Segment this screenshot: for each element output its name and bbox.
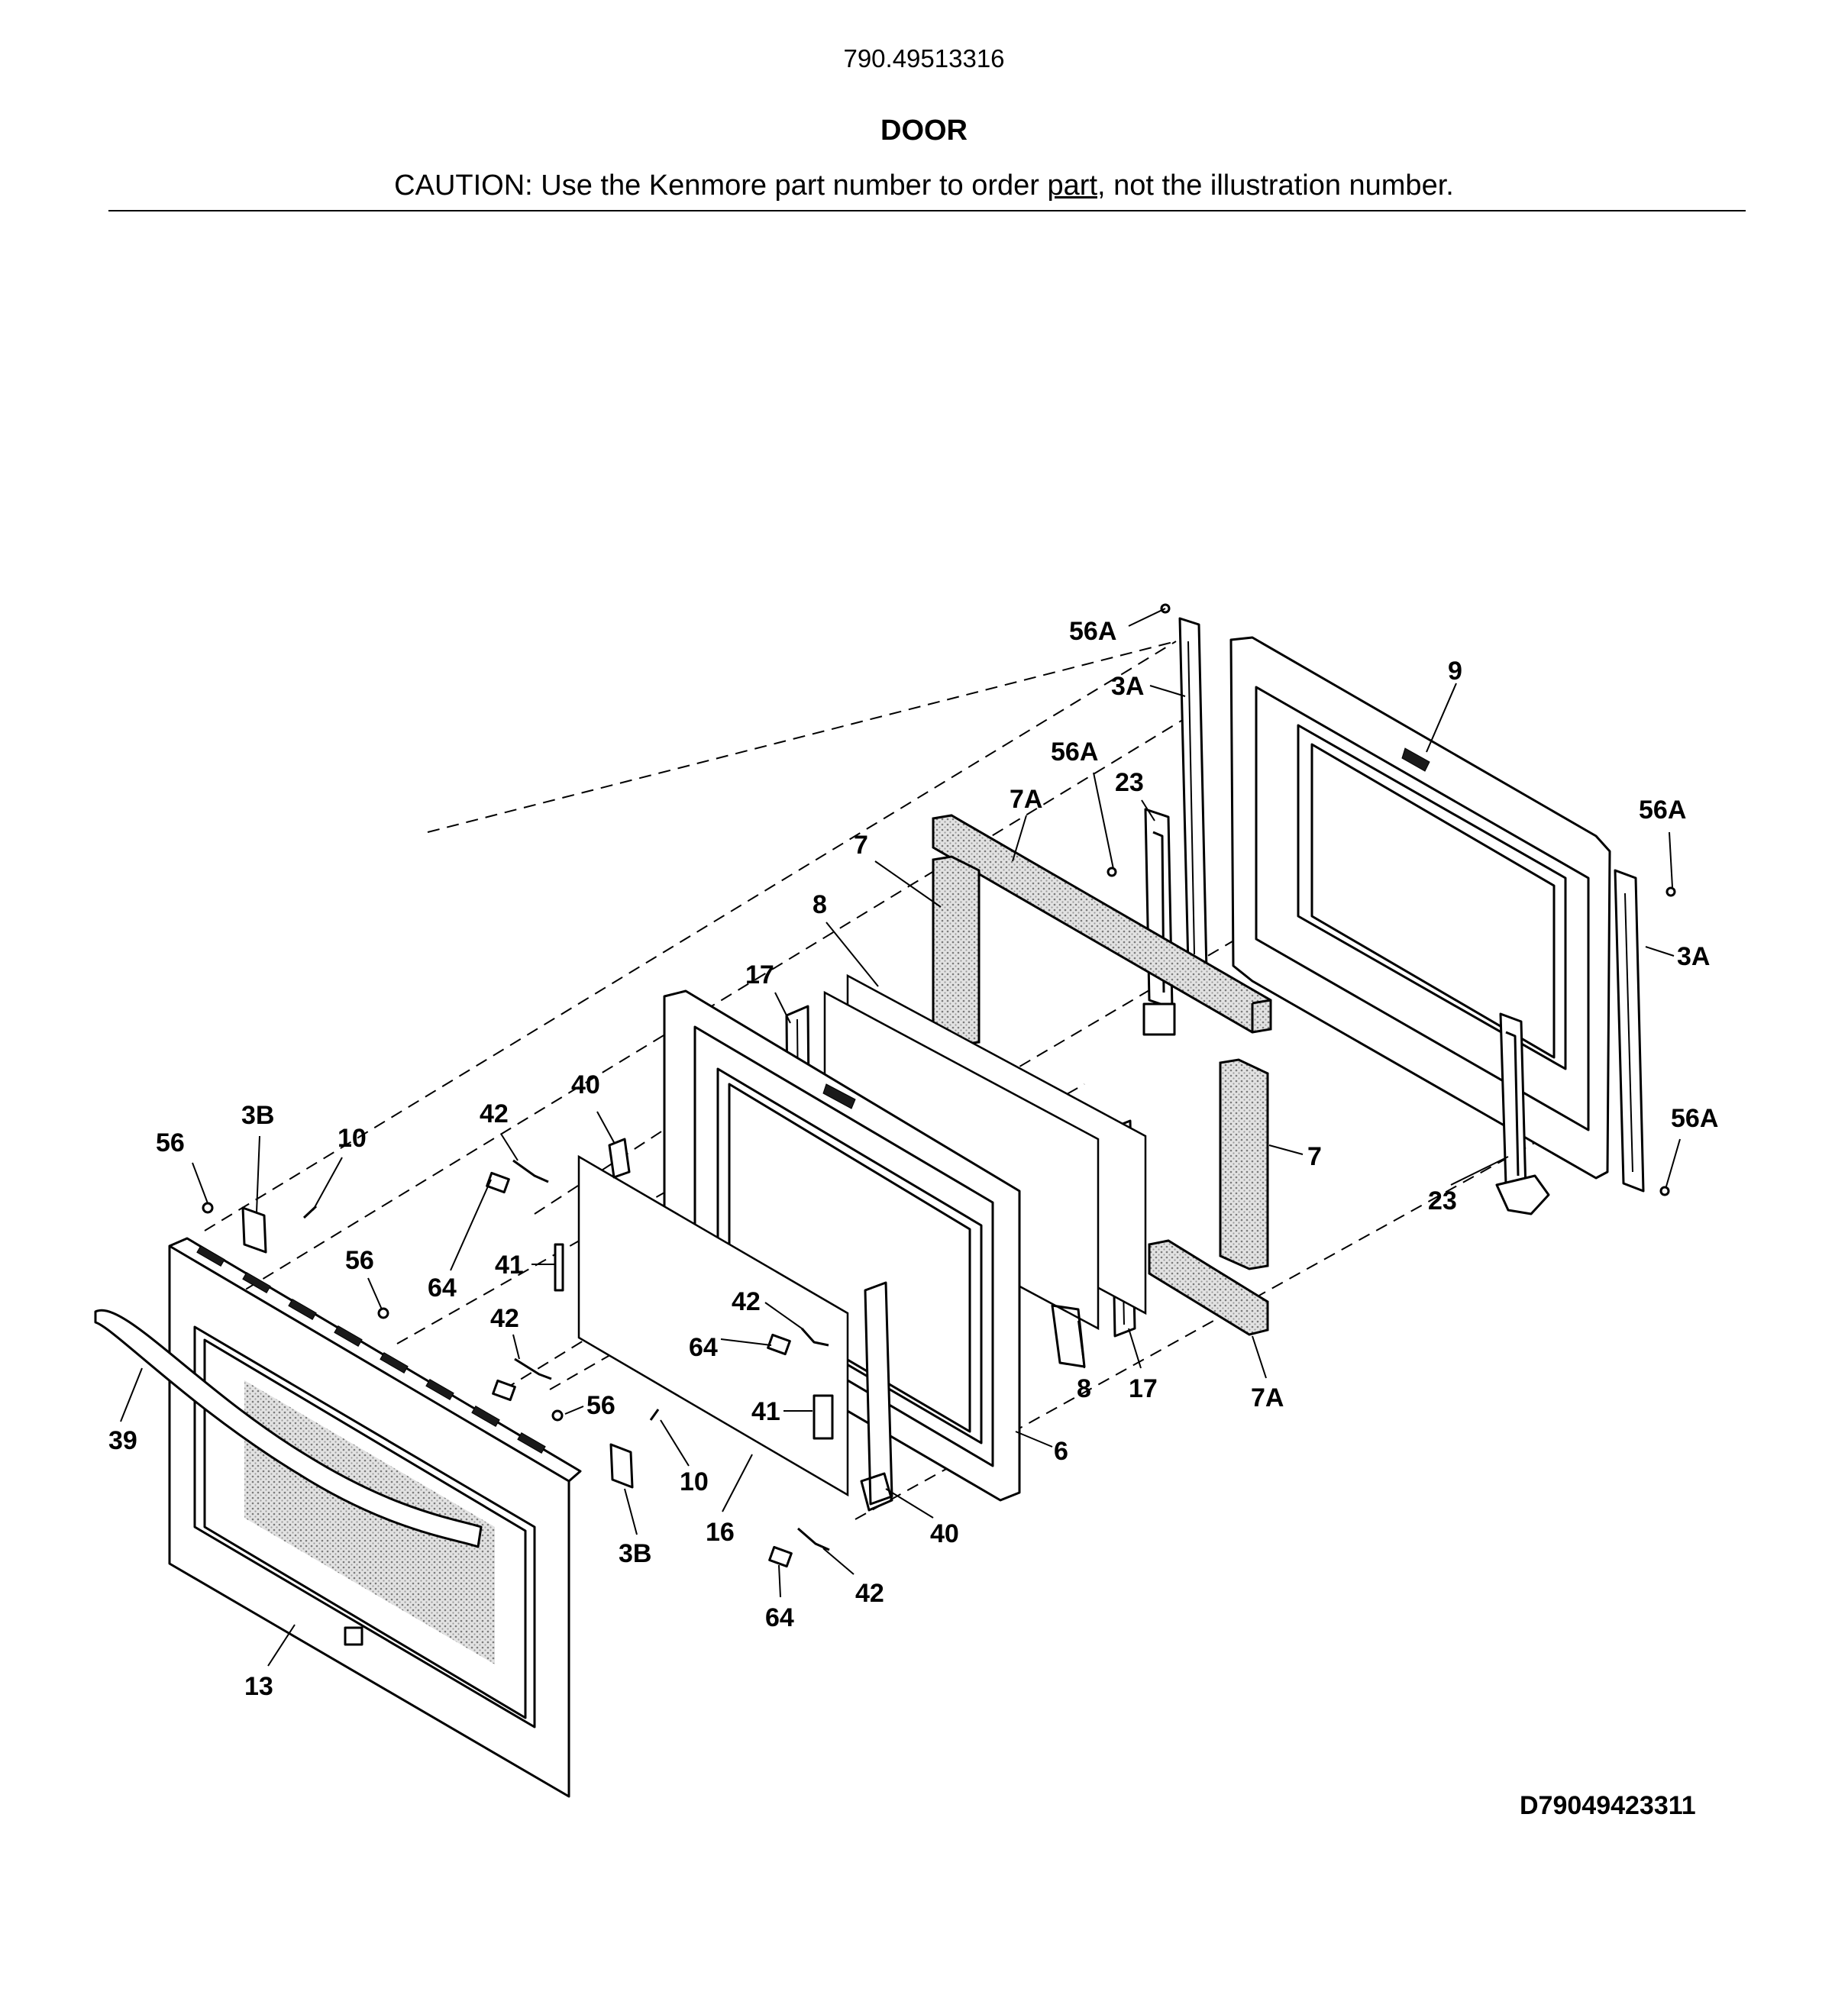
screw-56-bottom[interactable]: [551, 1409, 564, 1422]
callout-56-mid[interactable]: 56: [345, 1246, 374, 1275]
callout-7A-bottom[interactable]: 7A: [1251, 1383, 1284, 1412]
callout-39[interactable]: 39: [108, 1426, 137, 1455]
callout-7A-top[interactable]: 7A: [1010, 785, 1042, 814]
part-23-upper-hinge[interactable]: [1142, 808, 1176, 1036]
callout-42-b[interactable]: 42: [490, 1304, 519, 1333]
callout-56A-top[interactable]: 56A: [1069, 617, 1116, 646]
caution-note: CAUTION: Use the Kenmore part number to …: [0, 169, 1848, 202]
callout-13[interactable]: 13: [244, 1672, 273, 1701]
callout-labels: 56A 3A 9 56A 7A 23 7 8 17 56A 3A 40 42 5…: [108, 617, 1718, 1701]
part-42-clip-c[interactable]: [800, 1328, 829, 1347]
screw-56A-bottom[interactable]: [1659, 1186, 1670, 1196]
callout-64-a[interactable]: 64: [428, 1273, 457, 1302]
part-9-inner-door-liner[interactable]: [1229, 636, 1611, 1180]
part-40-lower-bracket[interactable]: [860, 1281, 893, 1512]
callout-56A-right[interactable]: 56A: [1639, 796, 1686, 825]
callout-8-bottom[interactable]: 8: [1077, 1374, 1091, 1403]
part-7-left-insulation[interactable]: [932, 855, 981, 1046]
caution-link-part[interactable]: part: [1047, 169, 1097, 202]
leader-lines: [120, 608, 1681, 1667]
drawing-code: D79049423311: [1520, 1791, 1696, 1820]
part-23-lower-hinge[interactable]: [1495, 1012, 1550, 1215]
part-64-bumper-d[interactable]: [768, 1545, 793, 1568]
callout-17-bottom[interactable]: 17: [1129, 1374, 1158, 1403]
callout-3B-bottom[interactable]: 3B: [619, 1539, 651, 1568]
caution-suffix: , not the illustration number.: [1097, 169, 1454, 202]
callout-56A-bottom[interactable]: 56A: [1671, 1104, 1718, 1133]
part-7-right-insulation[interactable]: [1219, 1058, 1269, 1270]
callout-3A-left[interactable]: 3A: [1111, 672, 1144, 701]
callout-7-top[interactable]: 7: [854, 831, 868, 860]
part-64-bumper-c[interactable]: [767, 1333, 791, 1356]
callout-64-c[interactable]: 64: [765, 1603, 794, 1632]
part-13-outer-door-panel[interactable]: [168, 1237, 582, 1798]
callout-42-d[interactable]: 42: [855, 1579, 884, 1608]
model-number: 790.49513316: [843, 44, 1005, 73]
callout-17-top[interactable]: 17: [745, 960, 774, 989]
part-42-clip-b[interactable]: [514, 1357, 552, 1380]
callout-6[interactable]: 6: [1054, 1437, 1068, 1466]
part-64-bumper-b[interactable]: [492, 1379, 516, 1402]
page-title: DOOR: [880, 115, 968, 147]
callout-64-b[interactable]: 64: [689, 1333, 718, 1362]
callout-23-top[interactable]: 23: [1115, 768, 1144, 797]
callout-16[interactable]: 16: [706, 1518, 735, 1547]
brand-badge: [344, 1626, 363, 1646]
callout-8-top[interactable]: 8: [813, 890, 827, 919]
callout-40-bottom[interactable]: 40: [930, 1519, 959, 1548]
part-41-lower-clip[interactable]: [813, 1394, 834, 1440]
callout-3B-top[interactable]: 3B: [241, 1101, 274, 1130]
part-41-upper-clip[interactable]: [554, 1243, 564, 1292]
screw-56-mid[interactable]: [377, 1307, 389, 1319]
part-3A-left-side-trim[interactable]: [1178, 617, 1208, 973]
callout-41-a[interactable]: 41: [495, 1251, 524, 1280]
callout-9[interactable]: 9: [1448, 657, 1462, 686]
callout-41-b[interactable]: 41: [751, 1397, 780, 1426]
part-7A-bottom-insulation[interactable]: [1148, 1239, 1269, 1336]
part-42-clip-a[interactable]: [512, 1159, 549, 1183]
callout-10-top[interactable]: 10: [338, 1124, 367, 1153]
part-3A-right-side-trim[interactable]: [1614, 869, 1645, 1193]
vent-slots: [196, 1244, 546, 1454]
screw-56-left[interactable]: [202, 1202, 214, 1214]
callout-3A-right[interactable]: 3A: [1677, 942, 1710, 971]
part-3B-lower-bracket[interactable]: [609, 1443, 634, 1489]
callout-10-bottom[interactable]: 10: [680, 1467, 709, 1496]
callout-40-top[interactable]: 40: [571, 1070, 600, 1099]
screws: [202, 603, 1676, 1422]
part-7A-top-insulation[interactable]: [932, 814, 1272, 1034]
callout-7-right[interactable]: 7: [1307, 1142, 1322, 1171]
part-64-bumper-a[interactable]: [486, 1171, 510, 1194]
callout-56-bottom[interactable]: 56: [586, 1391, 615, 1420]
part-42-clip-d[interactable]: [797, 1527, 830, 1551]
callout-42-c[interactable]: 42: [732, 1287, 761, 1316]
header-divider: [108, 210, 1746, 211]
part-39-door-handle[interactable]: [94, 1309, 483, 1548]
screw-10-bottom[interactable]: [649, 1409, 660, 1421]
callout-56A-mid[interactable]: 56A: [1051, 738, 1098, 767]
screw-56A-mid[interactable]: [1107, 867, 1117, 877]
part-16-inner-glass-panel[interactable]: [577, 1154, 849, 1497]
callout-56-left[interactable]: 56: [156, 1128, 185, 1157]
callout-42-a[interactable]: 42: [480, 1099, 509, 1128]
part-40-upper-bracket[interactable]: [608, 1138, 631, 1179]
screw-56A-right[interactable]: [1665, 886, 1676, 897]
part-3B-upper-bracket[interactable]: [241, 1206, 267, 1254]
callout-23-bottom[interactable]: 23: [1428, 1186, 1457, 1215]
caution-prefix: CAUTION: Use the Kenmore part number to …: [394, 169, 1048, 202]
